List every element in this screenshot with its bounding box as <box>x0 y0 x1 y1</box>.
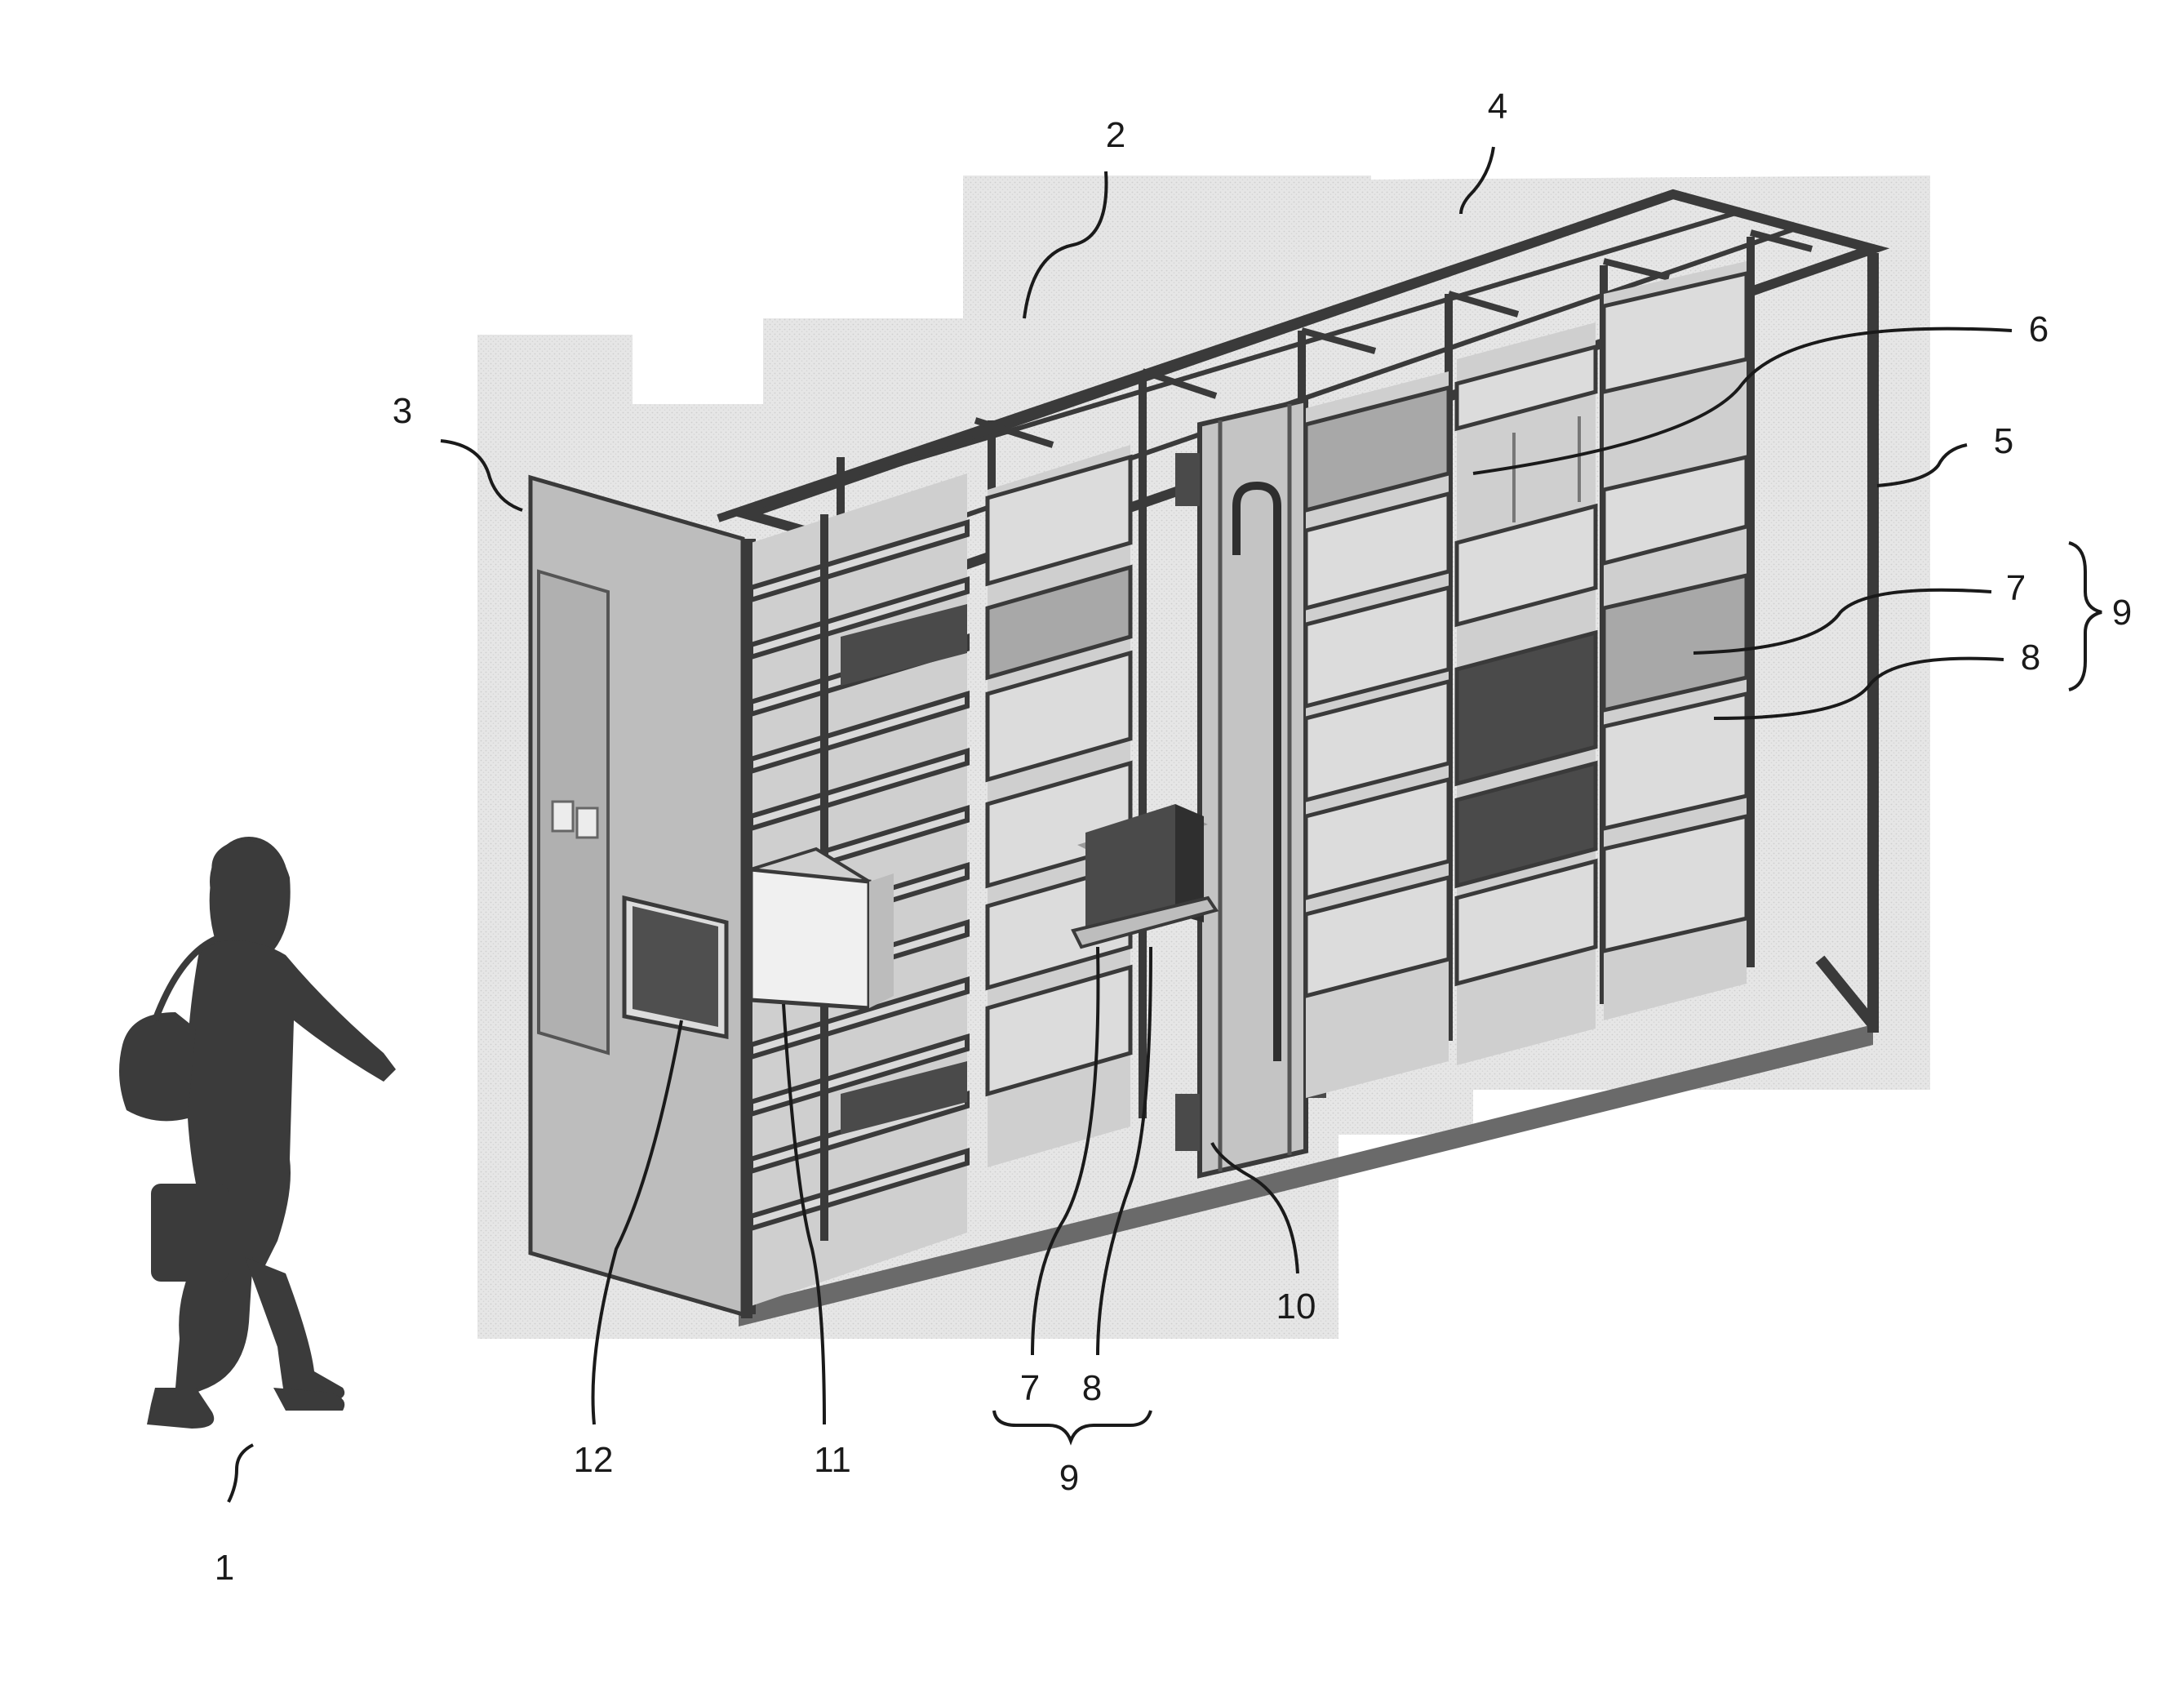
access-window <box>624 898 726 1037</box>
label-9-bottom: 9 <box>1059 1458 1079 1498</box>
bracket-9-bottom <box>994 1411 1151 1441</box>
center-left-bin-column <box>988 445 1130 1167</box>
label-9-right: 9 <box>2112 593 2132 633</box>
label-8-right: 8 <box>2021 638 2040 678</box>
label-10: 10 <box>1276 1286 1316 1326</box>
label-3: 3 <box>393 391 412 431</box>
center-bin-column <box>1306 371 1449 1098</box>
label-5: 5 <box>1994 421 2013 461</box>
walking-person-silhouette <box>119 837 396 1429</box>
bracket-9-right <box>2069 543 2102 690</box>
label-2: 2 <box>1106 115 1125 155</box>
leader-1 <box>229 1445 253 1502</box>
label-11: 11 <box>814 1440 851 1480</box>
label-12: 12 <box>574 1440 614 1480</box>
lift-mast <box>1175 400 1326 1175</box>
label-8-bottom: 8 <box>1082 1368 1102 1408</box>
label-4: 4 <box>1488 87 1507 127</box>
label-1: 1 <box>215 1548 234 1588</box>
end-panel <box>530 478 743 1314</box>
label-7-bottom: 7 <box>1020 1368 1040 1408</box>
right-bin-column <box>1604 261 1747 1020</box>
right-center-bin-column <box>1457 322 1596 1065</box>
label-6: 6 <box>2029 309 2049 349</box>
label-7-right: 7 <box>2006 568 2026 608</box>
